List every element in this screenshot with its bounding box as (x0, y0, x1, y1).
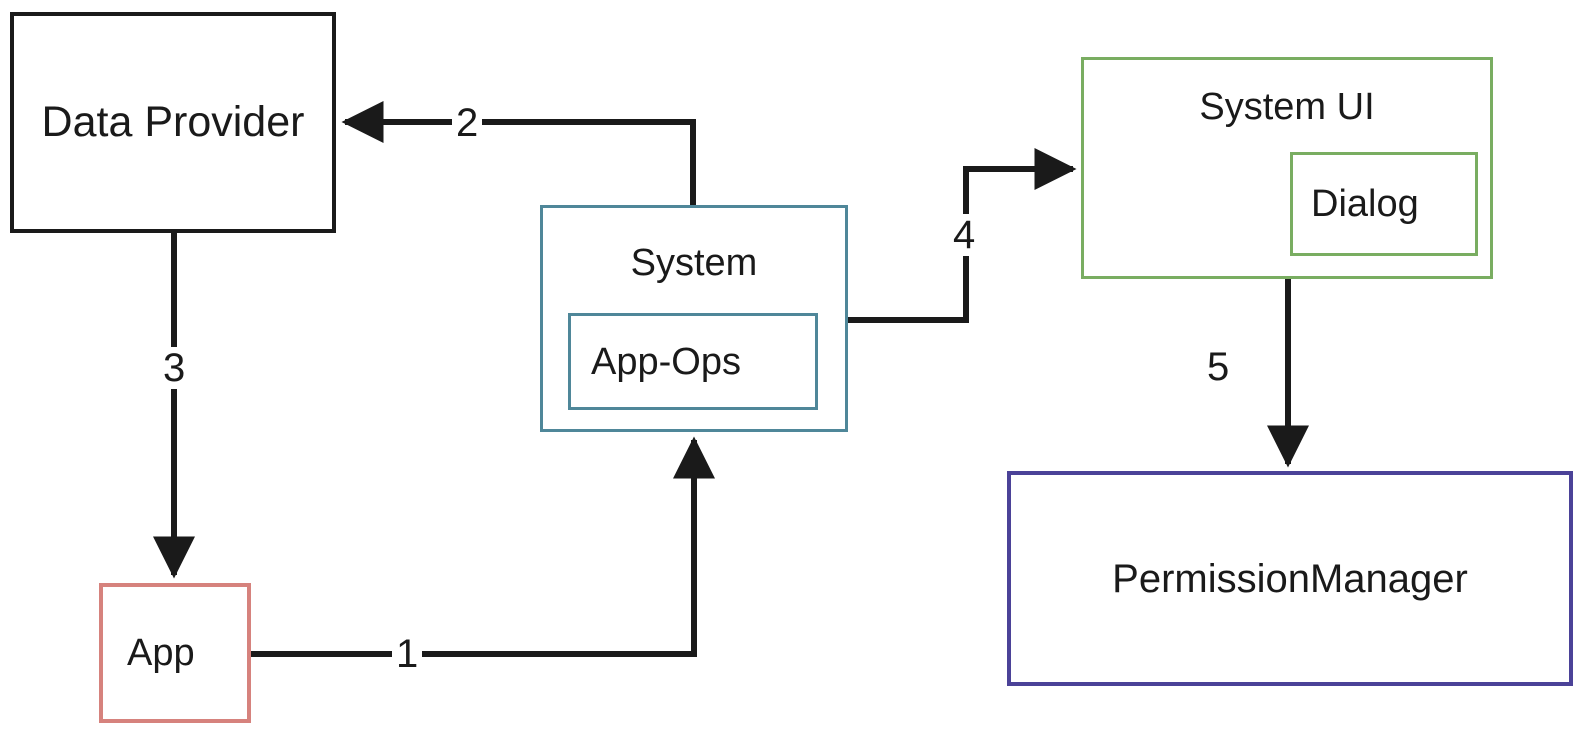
edge-2-connector (341, 101, 696, 205)
edge-label-3: 3 (159, 347, 190, 389)
edge-1-connector (251, 436, 715, 657)
node-data-provider[interactable]: Data Provider (10, 12, 336, 233)
node-permission-manager-label: PermissionManager (1112, 556, 1468, 601)
node-app-label: App (127, 632, 195, 674)
node-system-label: System (630, 242, 758, 284)
node-system-ui-label: System UI (1199, 86, 1375, 128)
edge-label-1: 1 (392, 633, 423, 675)
edge-label-2: 2 (452, 102, 483, 144)
edge-label-4: 4 (949, 214, 980, 256)
edge-label-5: 5 (1203, 346, 1234, 388)
node-permission-manager[interactable]: PermissionManager (1007, 471, 1573, 686)
node-app-ops[interactable]: App-Ops (568, 313, 818, 410)
node-dialog[interactable]: Dialog (1290, 152, 1478, 256)
node-dialog-label: Dialog (1311, 183, 1419, 225)
node-app-ops-label: App-Ops (591, 340, 741, 383)
node-app[interactable]: App (99, 583, 251, 723)
node-data-provider-label: Data Provider (41, 98, 305, 146)
